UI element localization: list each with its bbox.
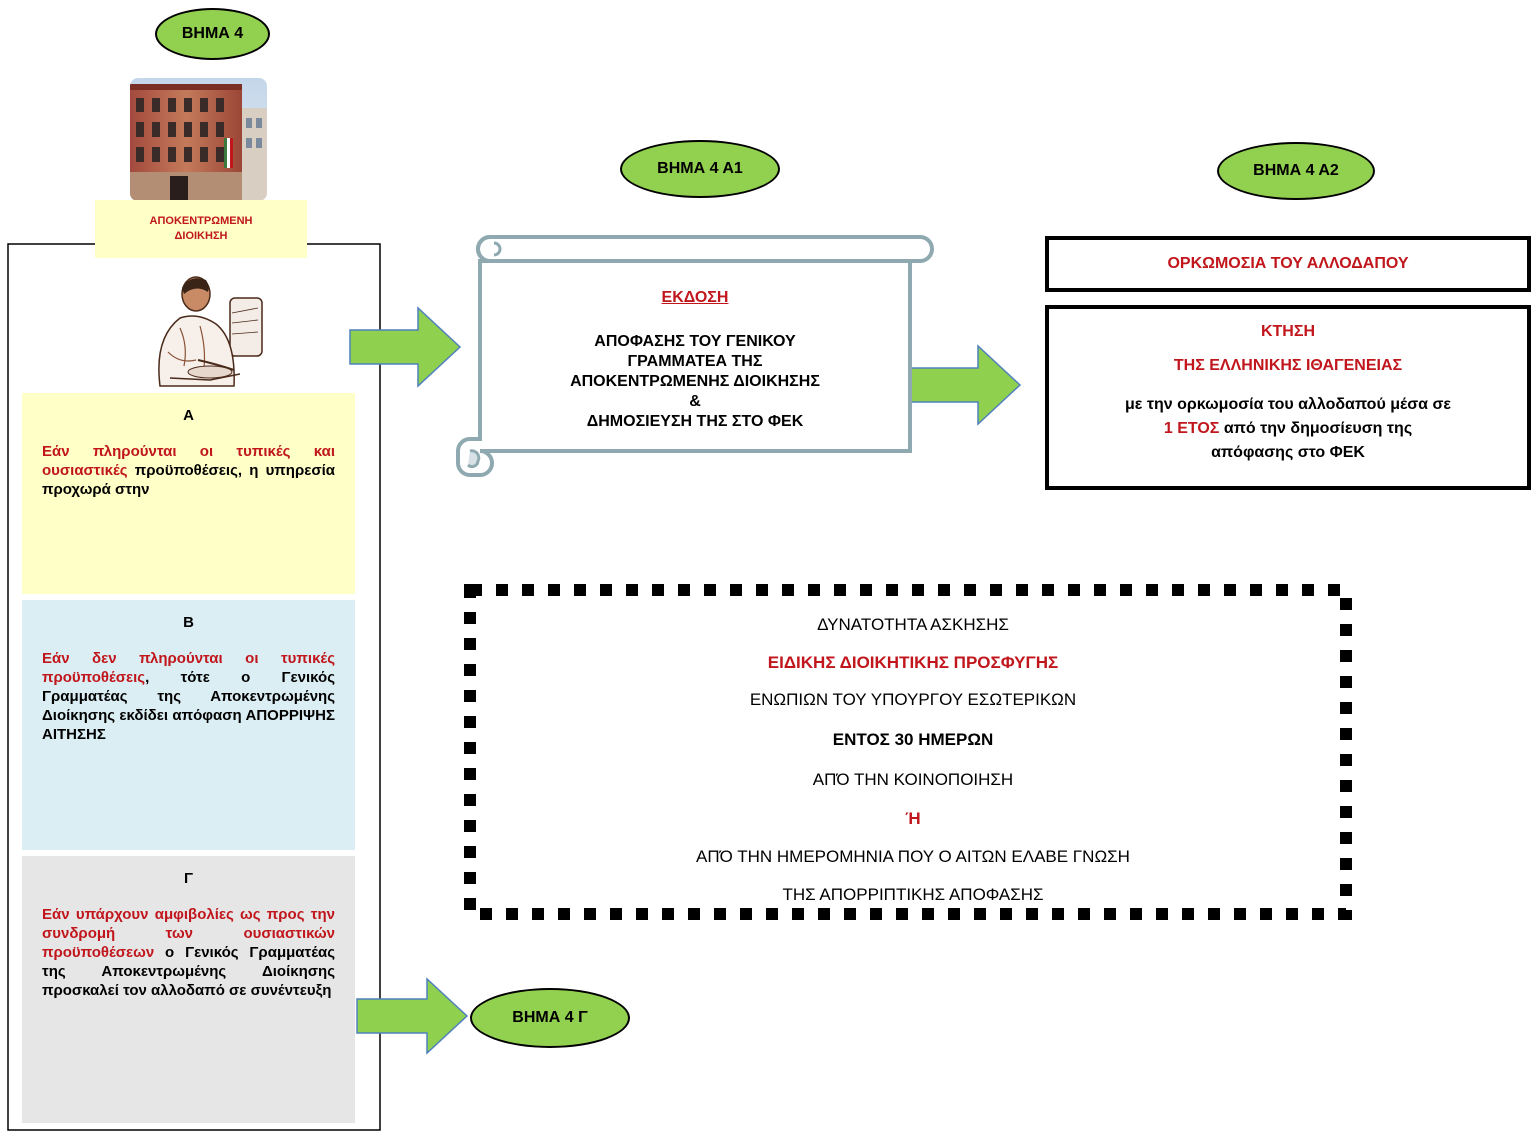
step-4-label: ΒΗΜΑ 4 <box>181 25 244 42</box>
decision-text: ΕΚΔΟΣΗ ΑΠΟΦΑΣΗΣ ΤΟΥ ΓΕΝΙΚΟΥ ΓΡΑΜΜΑΤΕΑ ΤΗ… <box>490 288 900 432</box>
step-4g-label: ΒΗΜΑ 4 Γ <box>512 1009 588 1026</box>
oath-text: ΟΡΚΩΜΟΣΙΑ ΤΟΥ ΑΛΛΟΔΑΠΟΥ <box>1167 255 1409 272</box>
citizenship-line4-black: από την δημοσίευση της <box>1219 420 1413 437</box>
arrow-to-interview <box>356 977 469 1055</box>
panel-g-head: Γ <box>183 870 194 887</box>
building-image <box>130 78 267 201</box>
decision-line1: ΑΠΟΦΑΣΗΣ ΤΟΥ ΓΕΝΙΚΟΥ <box>594 333 796 350</box>
panel-b-head: Β <box>183 614 194 631</box>
panel-a-head: Α <box>183 407 194 424</box>
decision-title: ΕΚΔΟΣΗ <box>661 289 729 306</box>
building-label-line2: ΔΙΟΙΚΗΣΗ <box>174 230 228 242</box>
citizenship-line3: με την ορκωμοσία του αλλοδαπού μέσα σε <box>1125 396 1451 413</box>
step-4a1-badge: ΒΗΜΑ 4 Α1 <box>620 140 780 198</box>
decision-line4: & <box>689 393 701 410</box>
decision-line2: ΓΡΑΜΜΑΤΕΑ ΤΗΣ <box>627 353 763 370</box>
appeal-text: ΔΥΝΑΤΟΤΗΤΑ ΑΣΚΗΣΗΣ ΕΙΔΙΚΗΣ ΔΙΟΙΚΗΤΙΚΗΣ Π… <box>478 600 1348 920</box>
appeal-line4: ΕΝΤΟΣ 30 ΗΜΕΡΩΝ <box>832 730 994 749</box>
panel-a-red-text: Εάν πληρούνται οι τυπικές και ουσιαστικέ… <box>42 443 335 479</box>
left-frame <box>7 243 381 1131</box>
panel-b-red-text: Εάν δεν πληρούνται οι τυπικές προϋποθέσε… <box>42 650 335 686</box>
decision-line5: ΔΗΜΟΣΙΕΥΣΗ ΤΗΣ ΣΤΟ ΦΕΚ <box>586 413 804 430</box>
appeal-line2: ΕΙΔΙΚΗΣ ΔΙΟΙΚΗΤΙΚΗΣ ΠΡΟΣΦΥΓΗΣ <box>767 653 1059 672</box>
oath-box: ΟΡΚΩΜΟΣΙΑ ΤΟΥ ΑΛΛΟΔΑΠΟΥ <box>1045 236 1531 292</box>
arrow-to-oath <box>909 344 1022 426</box>
panel-b-black-text: , τότε ο Γενικός Γραμματέας της Αποκεντρ… <box>42 669 335 743</box>
step-4g-badge: ΒΗΜΑ 4 Γ <box>470 988 630 1048</box>
appeal-line6: Ή <box>905 809 921 828</box>
panel-g-black-text: ο Γενικός Γραμματέας της Αποκεντρωμένης … <box>42 944 335 999</box>
office-worker-image <box>140 268 265 393</box>
step-4a2-label: ΒΗΜΑ 4 Α2 <box>1253 162 1339 179</box>
panel-b: Β Εάν δεν πληρούνται οι τυπικές προϋποθέ… <box>22 600 355 850</box>
appeal-line3: ΕΝΩΠΙΩΝ ΤΟΥ ΥΠΟΥΡΓΟΥ ΕΣΩΤΕΡΙΚΩΝ <box>749 690 1077 709</box>
building-label-line1: ΑΠΟΚΕΝΤΡΩΜΕΝΗ <box>149 215 253 227</box>
step-4a1-label: ΒΗΜΑ 4 Α1 <box>657 160 743 177</box>
appeal-line8: ΤΗΣ ΑΠΟΡΡΙΠΤΙΚΗΣ ΑΠΟΦΑΣΗΣ <box>782 885 1044 904</box>
appeal-line5: ΑΠΌ ΤΗΝ ΚΟΙΝΟΠΟΙΗΣΗ <box>812 770 1014 789</box>
appeal-box-border <box>464 584 1352 920</box>
panel-b-text: Εάν δεν πληρούνται οι τυπικές προϋποθέσε… <box>42 649 335 744</box>
step-4a2-badge: ΒΗΜΑ 4 Α2 <box>1217 142 1375 200</box>
citizenship-line5: απόφασης στο ΦΕΚ <box>1211 444 1365 461</box>
building-label: ΑΠΟΚΕΝΤΡΩΜΕΝΗ ΔΙΟΙΚΗΣΗ <box>95 200 307 258</box>
decision-scroll <box>456 235 934 477</box>
panel-g-text: Εάν υπάρχουν αμφιβολίες ως προς την συνδ… <box>42 905 335 1000</box>
step-4-badge: ΒΗΜΑ 4 <box>155 8 270 60</box>
appeal-line1: ΔΥΝΑΤΟΤΗΤΑ ΑΣΚΗΣΗΣ <box>817 615 1009 634</box>
panel-a-black-text: προϋποθέσεις, η υπηρεσία προχωρά στην <box>42 462 335 498</box>
citizenship-detail: με την ορκωμοσία του αλλοδαπού μέσα σε 1… <box>1049 393 1527 465</box>
panel-g-red-text: Εάν υπάρχουν αμφιβολίες ως προς την συνδ… <box>42 906 335 961</box>
citizenship-line1: ΚΤΗΣΗ <box>1260 323 1316 340</box>
citizenship-line4-red: 1 ΕΤΟΣ <box>1163 420 1220 437</box>
arrow-to-decision <box>349 306 462 388</box>
citizenship-line2: ΤΗΣ ΕΛΛΗΝΙΚΗΣ ΙΘΑΓΕΝΕΙΑΣ <box>1173 357 1403 374</box>
panel-a: Α Εάν πληρούνται οι τυπικές και ουσιαστι… <box>22 393 355 594</box>
citizenship-box: ΚΤΗΣΗ ΤΗΣ ΕΛΛΗΝΙΚΗΣ ΙΘΑΓΕΝΕΙΑΣ με την ορ… <box>1045 305 1531 490</box>
panel-g: Γ Εάν υπάρχουν αμφιβολίες ως προς την συ… <box>22 856 355 1123</box>
appeal-line7: ΑΠΌ ΤΗΝ ΗΜΕΡΟΜΗΝΙΑ ΠΟΥ Ο ΑΙΤΩΝ ΕΛΑΒΕ ΓΝΩ… <box>696 847 1130 866</box>
decision-line3: ΑΠΟΚΕΝΤΡΩΜΕΝΗΣ ΔΙΟΙΚΗΣΗΣ <box>570 373 820 390</box>
panel-a-text: Εάν πληρούνται οι τυπικές και ουσιαστικέ… <box>42 442 335 499</box>
